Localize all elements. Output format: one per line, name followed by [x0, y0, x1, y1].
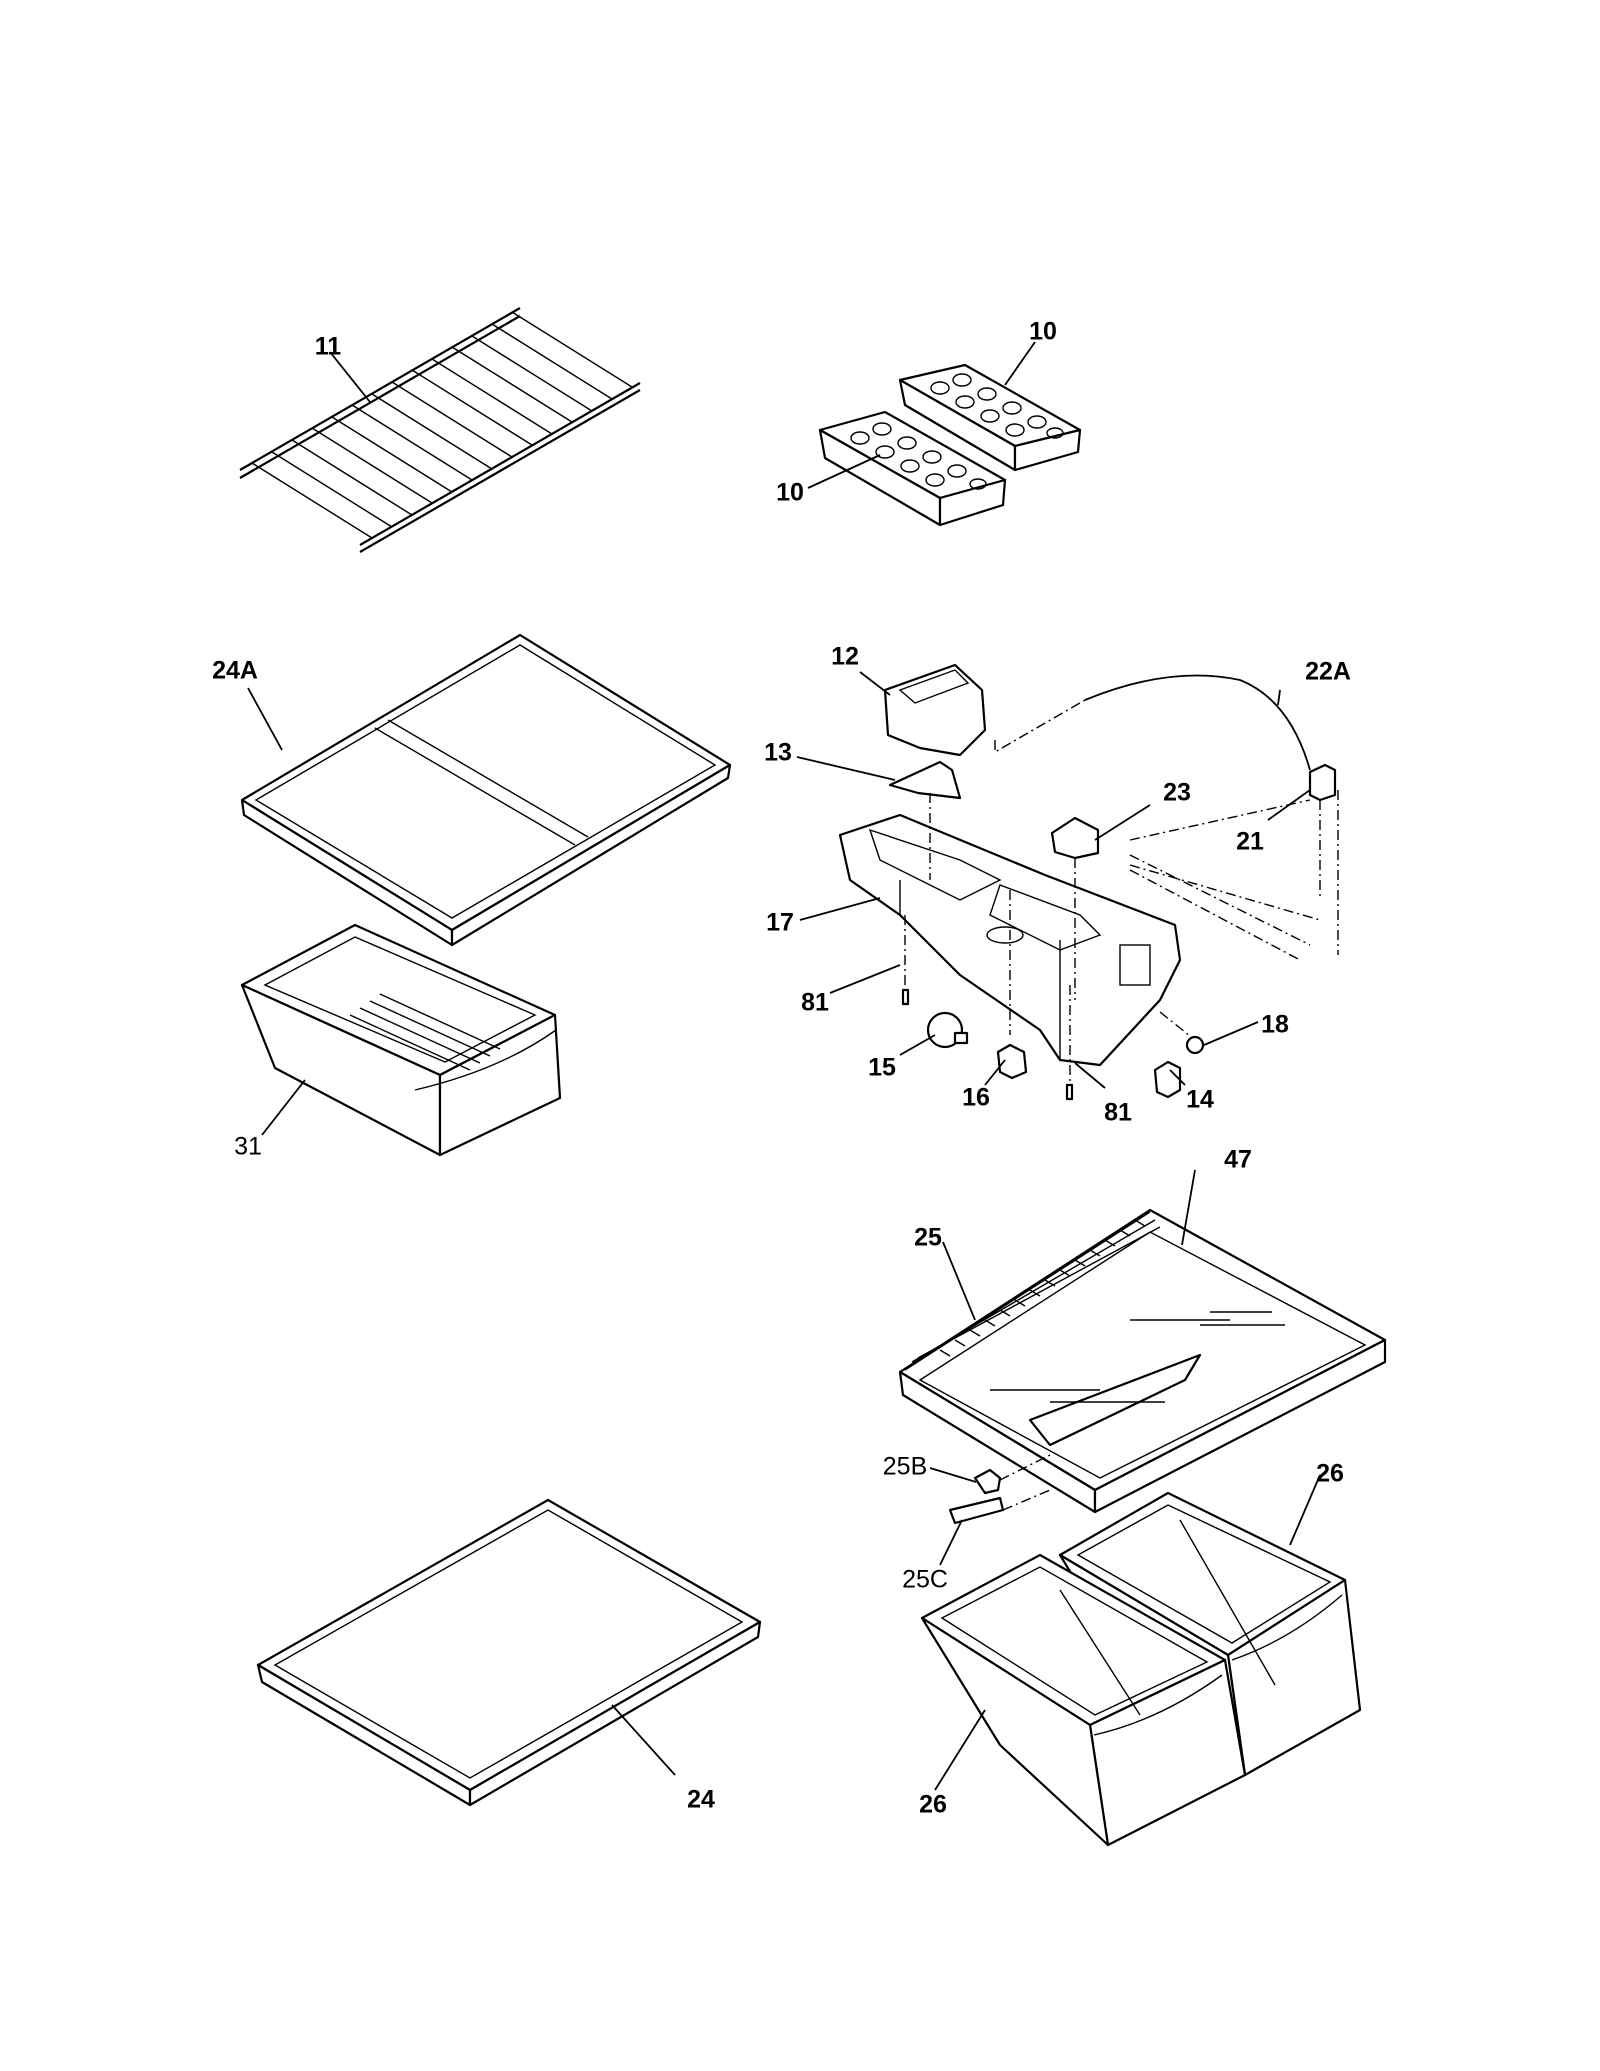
label-21: 21	[1236, 827, 1264, 856]
label-25: 25	[914, 1223, 942, 1252]
switch-14	[1153, 1060, 1182, 1099]
shade-13	[888, 760, 962, 800]
leader-24	[611, 1704, 676, 1776]
glass-shelf-24a	[240, 633, 732, 947]
label-25c: 25C	[902, 1565, 948, 1594]
leader-24a	[247, 687, 283, 751]
label-10-right: 10	[1029, 317, 1057, 346]
glass-shelf-24	[256, 1498, 762, 1807]
part-25c	[948, 1496, 1005, 1525]
harness-22a	[1084, 674, 1311, 771]
label-31: 31	[234, 1132, 262, 1161]
leader-25	[942, 1241, 976, 1321]
dash-lines	[904, 699, 1339, 1085]
label-14: 14	[1186, 1085, 1214, 1114]
label-16: 16	[962, 1083, 990, 1112]
label-81-right: 81	[1104, 1098, 1132, 1127]
screw-81-left	[901, 988, 910, 1006]
leader-10-right	[1004, 341, 1036, 386]
label-47: 47	[1224, 1145, 1252, 1174]
leader-25c	[939, 1519, 963, 1566]
leader-26-left	[934, 1709, 986, 1791]
label-25b: 25B	[882, 1452, 928, 1481]
control-23	[1050, 816, 1100, 860]
dash-25c	[1002, 1489, 1051, 1511]
label-17: 17	[766, 908, 794, 937]
crisper-cover-47	[898, 1208, 1387, 1514]
label-11: 11	[314, 332, 342, 361]
socket-16	[996, 1043, 1028, 1080]
leader-11	[329, 351, 371, 403]
ice-tray-right	[898, 363, 1082, 472]
bulb-15	[926, 1011, 969, 1049]
leaders-housing	[796, 671, 1311, 1089]
label-26-left: 26	[919, 1790, 947, 1819]
crisper-31	[240, 923, 562, 1157]
label-81-left: 81	[801, 988, 829, 1017]
label-24a: 24A	[212, 656, 258, 685]
label-22a: 22A	[1305, 657, 1351, 686]
dash-25b	[999, 1454, 1051, 1481]
crisper-26-left	[920, 1553, 1247, 1847]
label-24: 24	[687, 1785, 715, 1814]
ice-tray-left	[818, 410, 1007, 527]
label-15: 15	[868, 1053, 896, 1082]
label-26-right: 26	[1316, 1459, 1344, 1488]
connector-21	[1308, 763, 1337, 802]
label-23: 23	[1163, 778, 1191, 807]
control-cover-12	[883, 663, 987, 757]
wire-shelf	[239, 307, 641, 553]
knob-18	[1185, 1035, 1205, 1055]
label-10-left: 10	[776, 478, 804, 507]
label-12: 12	[831, 642, 859, 671]
leader-25b	[929, 1467, 977, 1483]
leader-31	[261, 1079, 306, 1136]
leader-47	[1181, 1169, 1196, 1246]
leader-26-right	[1289, 1474, 1321, 1546]
label-18: 18	[1261, 1010, 1289, 1039]
screw-81-right	[1065, 1083, 1074, 1101]
leader-10-left	[807, 454, 881, 489]
part-25b	[973, 1468, 1002, 1495]
label-13: 13	[764, 738, 792, 767]
